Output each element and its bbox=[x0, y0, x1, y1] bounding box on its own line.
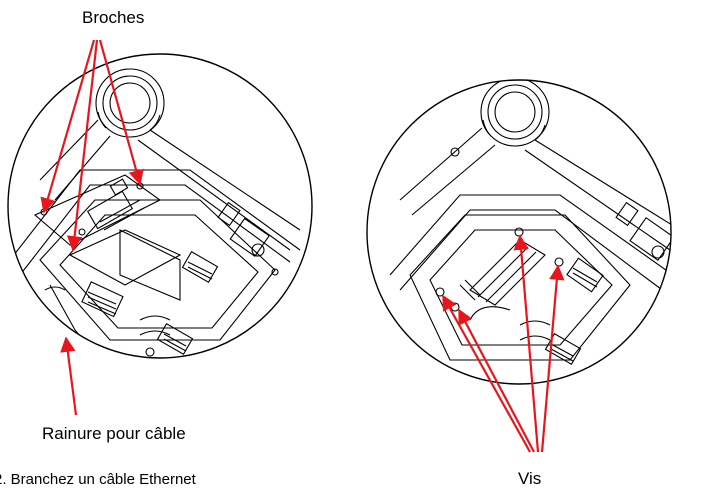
arrow-broches-3 bbox=[98, 39, 144, 186]
left-arrows bbox=[40, 39, 144, 416]
arrow-rainure bbox=[60, 336, 78, 416]
caption-step-2: 2. Branchez un câble Ethernet bbox=[0, 471, 196, 488]
right-arrows bbox=[442, 234, 565, 453]
right-device-drawing bbox=[389, 80, 671, 366]
right-detail-view bbox=[366, 79, 672, 453]
label-broches: Broches bbox=[82, 8, 145, 27]
label-rainure-pour-cable: Rainure pour câble bbox=[42, 424, 186, 443]
right-detail-circle bbox=[366, 79, 672, 385]
arrow-vis-1 bbox=[442, 294, 531, 453]
arrow-broches-1 bbox=[40, 39, 96, 214]
label-vis: Vis bbox=[518, 469, 542, 488]
arrow-vis-3 bbox=[513, 234, 540, 453]
arrow-vis-4 bbox=[540, 264, 565, 453]
arrow-vis-2 bbox=[458, 308, 535, 453]
left-detail-circle bbox=[7, 53, 313, 359]
arrow-broches-2 bbox=[66, 39, 99, 252]
left-detail-view bbox=[7, 39, 313, 416]
